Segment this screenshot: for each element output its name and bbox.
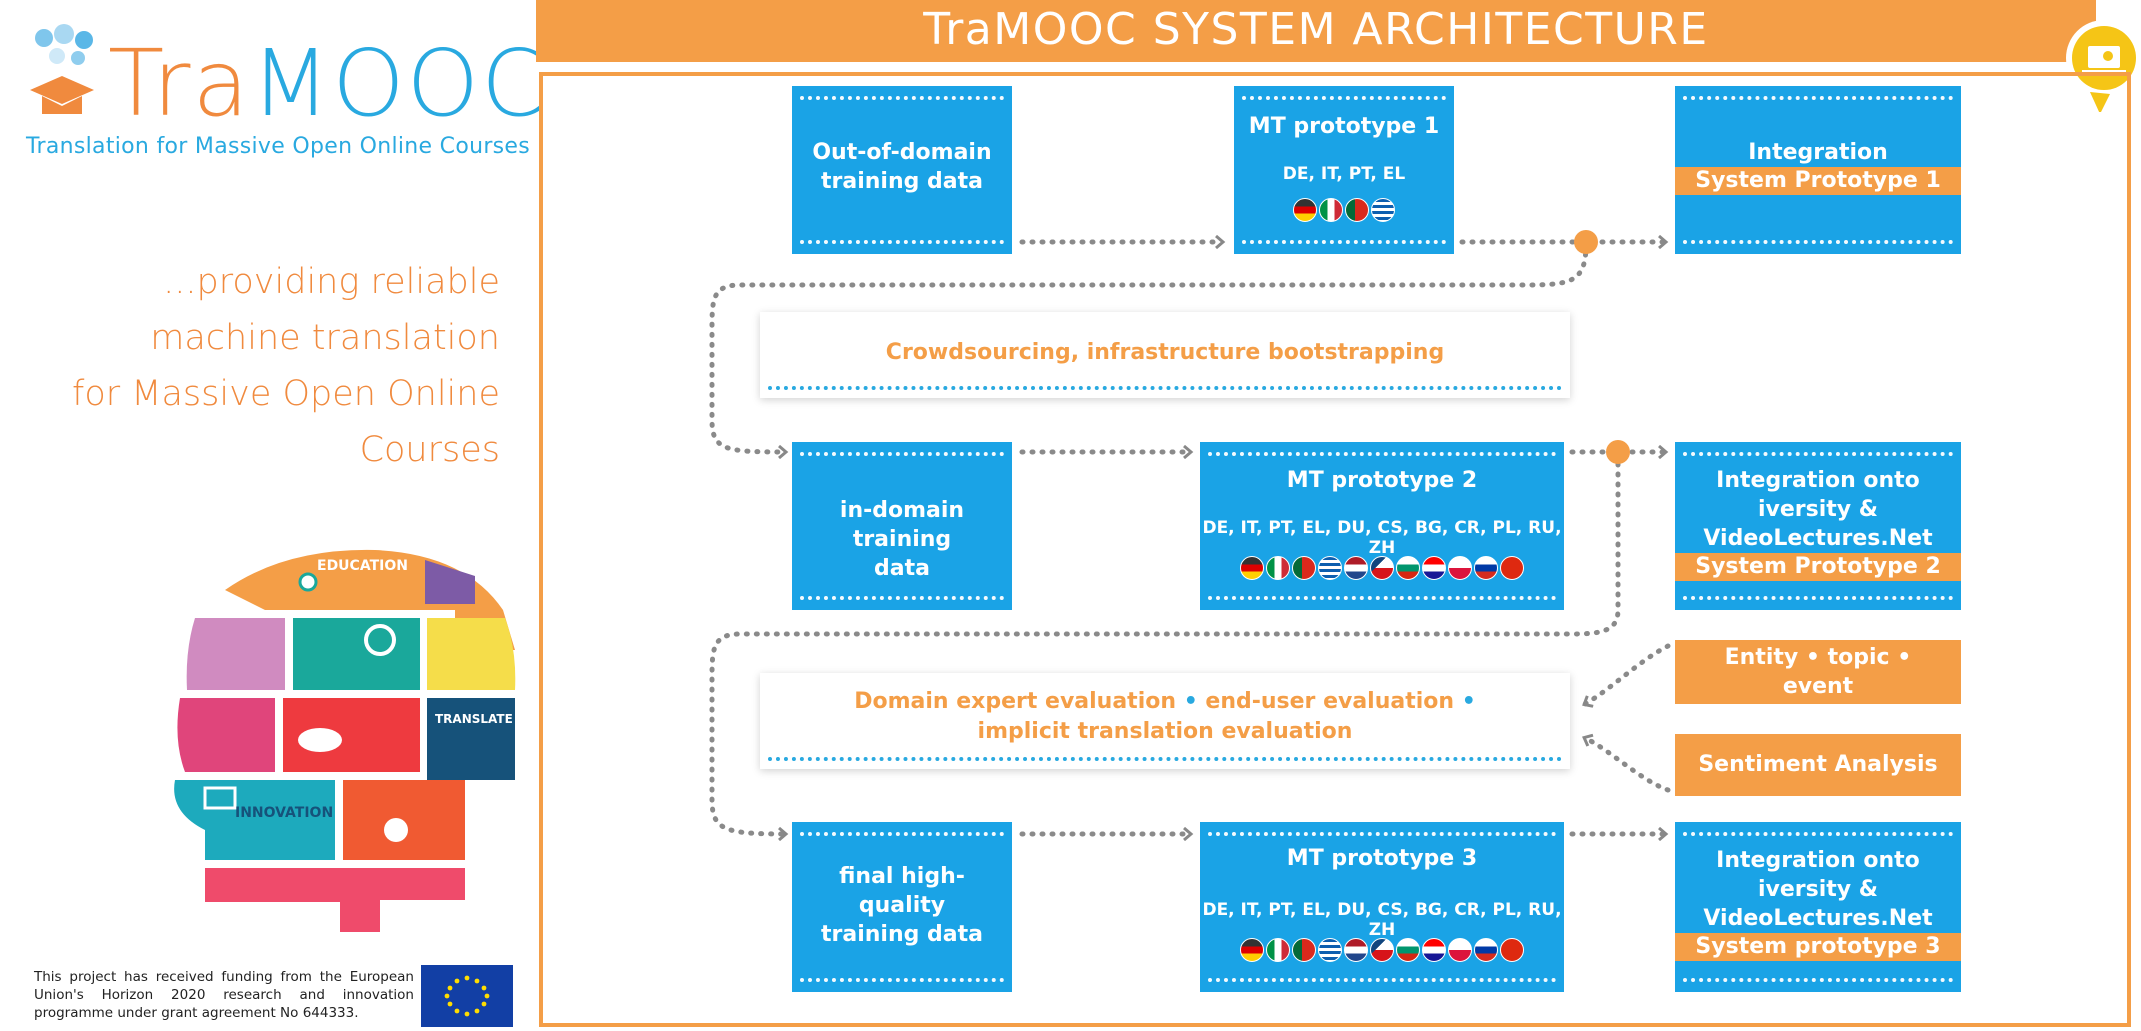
education-label: EDUCATION <box>317 558 408 574</box>
junction-dot-1 <box>1574 230 1598 254</box>
flag-hr-icon <box>1422 556 1446 580</box>
flag-pt-icon <box>1292 556 1316 580</box>
flag-pt-icon <box>1345 198 1369 222</box>
flag-el-icon <box>1318 556 1342 580</box>
logo-tra: Tra <box>108 30 251 137</box>
flag-pl-icon <box>1448 938 1472 962</box>
diagram-frame <box>539 72 2131 1027</box>
box-mt-prototype-1: MT prototype 1 DE, IT, PT, EL <box>1234 86 1454 254</box>
flag-hr-icon <box>1422 938 1446 962</box>
flag-ru-icon <box>1474 938 1498 962</box>
entity-label: Entity • topic • event recognition <box>1724 645 1912 728</box>
flag-cn-icon <box>1500 556 1524 580</box>
tagline-line-1: ...providing reliable <box>163 262 500 302</box>
head-puzzle-graphic: EDUCATION TRANSLATE INNOVATION <box>165 540 525 940</box>
flag-ru-icon <box>1474 556 1498 580</box>
mt1-flags <box>1234 198 1454 222</box>
mt3-flags <box>1200 938 1564 962</box>
translate-label: TRANSLATE <box>435 712 513 726</box>
mt3-title: MT prototype 3 <box>1286 846 1478 871</box>
eval-end-user: end-user evaluation <box>1205 689 1455 714</box>
box-mt-prototype-3: MT prototype 3 DE, IT, PT, EL, DU, CS, B… <box>1200 822 1564 992</box>
int3-band: System prototype 3 <box>1675 933 1961 961</box>
mt1-languages: DE, IT, PT, EL <box>1282 164 1406 184</box>
flag-de-icon <box>1240 556 1264 580</box>
crowdsourcing-label: Crowdsourcing, infrastructure bootstrapp… <box>885 340 1445 365</box>
innovation-label: INNOVATION <box>235 805 334 821</box>
flag-bg-icon <box>1396 938 1420 962</box>
page-title: TraMOOC SYSTEM ARCHITECTURE <box>536 0 2096 62</box>
flag-de-icon <box>1293 198 1317 222</box>
flag-nl-icon <box>1344 938 1368 962</box>
flag-pl-icon <box>1448 556 1472 580</box>
flag-el-icon <box>1318 938 1342 962</box>
box-integration-1: Integration System Prototype 1 <box>1675 86 1961 254</box>
box-integration-3: Integration onto iversity & VideoLecture… <box>1675 822 1961 992</box>
path-row2-row3 <box>709 451 1621 834</box>
flag-el-icon <box>1371 198 1395 222</box>
int1-band: System Prototype 1 <box>1675 167 1961 195</box>
arrow-sentiment-eval <box>1585 738 1671 793</box>
banner-evaluation: Domain expert evaluation • end-user eval… <box>760 673 1570 769</box>
eval-implicit: implicit translation evaluation <box>977 719 1353 744</box>
sentiment-label: Sentiment Analysis <box>1698 752 1938 777</box>
flag-de-icon <box>1240 938 1264 962</box>
path-row1-row2 <box>709 241 1589 452</box>
mt3-languages: DE, IT, PT, EL, DU, CS, BG, CR, PL, RU, … <box>1202 900 1562 940</box>
box-entity-recognition: Entity • topic • event recognition <box>1675 640 1961 728</box>
box-integration-2: Integration onto iversity & VideoLecture… <box>1675 442 1961 610</box>
eval-domain-expert: Domain expert evaluation <box>854 689 1177 714</box>
in-domain-label: in-domain training data <box>839 498 965 581</box>
flag-bg-icon <box>1396 556 1420 580</box>
flag-nl-icon <box>1344 556 1368 580</box>
flag-it-icon <box>1266 556 1290 580</box>
mt2-languages: DE, IT, PT, EL, DU, CS, BG, CR, PL, RU, … <box>1202 518 1562 558</box>
mt2-title: MT prototype 2 <box>1286 468 1478 493</box>
box-final-data: final high-quality training data <box>792 822 1012 992</box>
box-out-of-domain-label: Out-of-domain training data <box>812 140 992 194</box>
logo-mooc: MOOC <box>250 30 548 137</box>
flag-it-icon <box>1319 198 1343 222</box>
arrow-entity-eval <box>1585 643 1671 704</box>
box-mt-prototype-2: MT prototype 2 DE, IT, PT, EL, DU, CS, B… <box>1200 442 1564 610</box>
tagline-line-2: machine translation <box>150 318 500 358</box>
int2-band: System Prototype 2 <box>1675 553 1961 581</box>
tagline: ...providing reliable machine translatio… <box>20 254 500 478</box>
flag-cn-icon <box>1500 938 1524 962</box>
final-label: final high-quality training data <box>821 864 983 947</box>
tagline-line-3: for Massive Open Online <box>72 374 500 414</box>
logo-wordmark: TraMOOC <box>108 38 547 130</box>
graduation-cap-logo-icon <box>30 24 94 114</box>
logo-subtitle: Translation for Massive Open Online Cour… <box>26 134 531 159</box>
eu-flag-icon <box>421 965 513 1027</box>
box-out-of-domain-data: Out-of-domain training data <box>792 86 1012 254</box>
tagline-line-4: Courses <box>359 430 500 470</box>
mt2-flags <box>1200 556 1564 580</box>
mt1-title: MT prototype 1 <box>1248 114 1440 139</box>
flag-cz-icon <box>1370 556 1394 580</box>
flag-pt-icon <box>1292 938 1316 962</box>
box-sentiment-analysis: Sentiment Analysis <box>1675 734 1961 796</box>
banner-crowdsourcing: Crowdsourcing, infrastructure bootstrapp… <box>760 312 1570 398</box>
junction-dot-2 <box>1606 440 1630 464</box>
funding-notice: This project has received funding from t… <box>34 969 414 1021</box>
int1-title: Integration <box>1748 140 1888 165</box>
flag-cz-icon <box>1370 938 1394 962</box>
box-in-domain-data: in-domain training data <box>792 442 1012 610</box>
flag-it-icon <box>1266 938 1290 962</box>
